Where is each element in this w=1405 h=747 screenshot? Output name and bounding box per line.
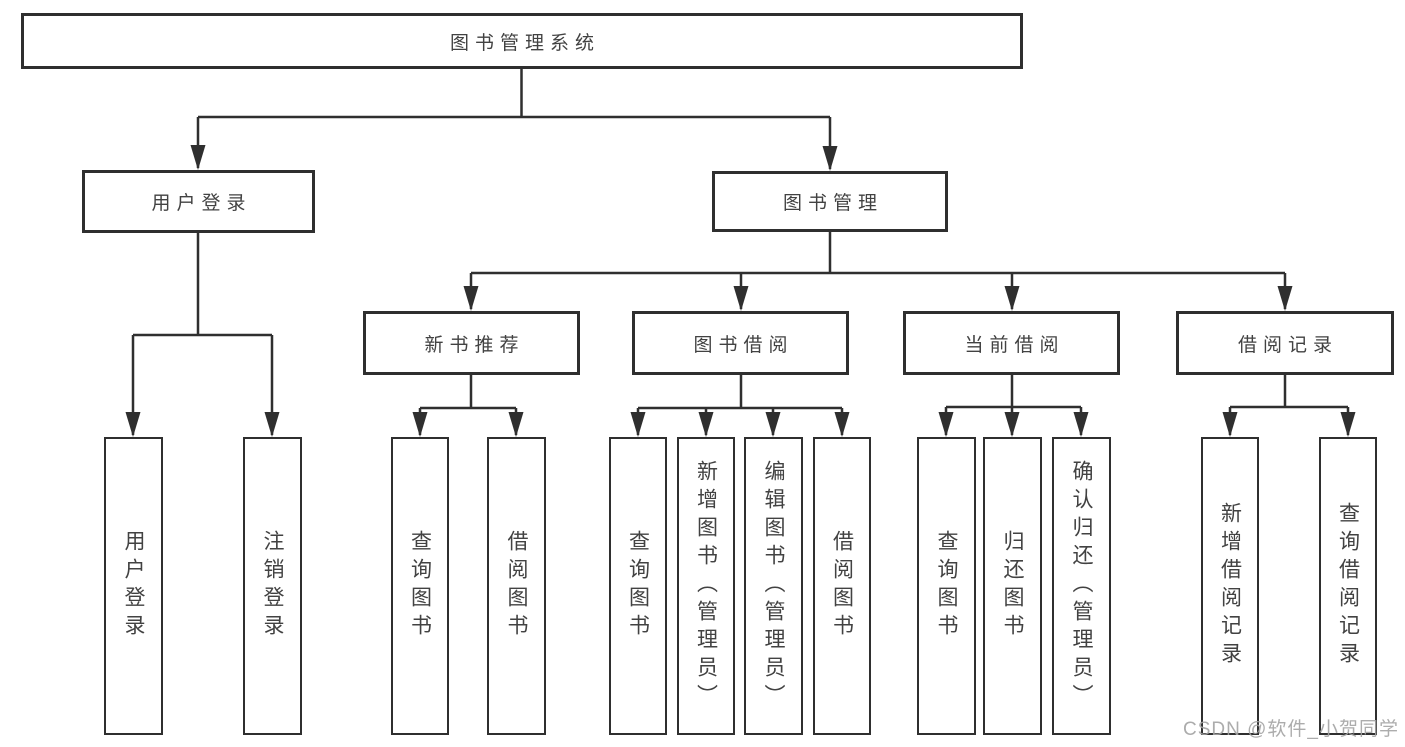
leaf-return-books-label: 归还图书 [1001,530,1024,642]
node-current-borrowing: 当前借阅 [903,311,1120,375]
leaf-query-borrow-record: 查询借阅记录 [1319,437,1377,735]
leaf-borrow-books-recommend-label: 借阅图书 [505,530,528,642]
node-borrowing-records-label: 借阅记录 [1237,334,1338,356]
connector-borrowrecords-to-leaves [1228,375,1350,435]
leaf-logout-label: 注销登录 [261,530,284,642]
leaf-query-books-borrowing: 查询图书 [609,437,667,735]
node-library-system: 图书管理系统 [21,13,1023,69]
csdn-watermark: CSDN @软件_小贺同学 [1183,719,1399,740]
leaf-query-borrow-record-label: 查询借阅记录 [1336,502,1360,670]
leaf-query-books-recommend-label: 查询图书 [408,530,432,642]
leaf-user-login: 用户登录 [104,437,163,735]
leaf-query-books-current-label: 查询图书 [935,530,958,642]
leaf-user-login-label: 用户登录 [122,530,145,642]
leaf-query-books-current: 查询图书 [917,437,976,735]
node-book-borrowing-label: 图书借阅 [693,334,794,356]
node-new-book-recommend: 新书推荐 [363,311,580,375]
leaf-edit-books-admin-label: 编辑图书（管理员） [762,460,785,712]
leaf-borrow-books-borrowing: 借阅图书 [813,437,871,735]
node-book-management-label: 图书管理 [782,193,883,214]
leaf-add-borrow-record: 新增借阅记录 [1201,437,1259,735]
leaf-add-books-admin: 新增图书（管理员） [677,437,735,735]
arrowheads [125,145,1356,437]
leaf-query-books-borrowing-label: 查询图书 [626,530,650,642]
node-library-system-label: 图书管理系统 [449,32,600,54]
leaf-confirm-return-admin: 确认归还（管理员） [1052,437,1111,735]
leaf-logout: 注销登录 [243,437,302,735]
leaf-borrow-books-borrowing-label: 借阅图书 [830,530,854,642]
leaf-return-books: 归还图书 [983,437,1042,735]
node-borrowing-records: 借阅记录 [1176,311,1394,375]
connector-bookmgmt-to-level3 [469,232,1287,309]
node-user-login-label: 用户登录 [151,193,252,214]
connector-newbookrec-to-leaves [418,375,518,435]
node-current-borrowing-label: 当前借阅 [964,334,1065,356]
node-book-management: 图书管理 [712,171,948,232]
leaf-confirm-return-admin-label: 确认归还（管理员） [1070,460,1093,712]
node-book-borrowing: 图书借阅 [632,311,849,375]
connector-root-to-level2 [196,69,832,169]
leaf-query-books-recommend: 查询图书 [391,437,449,735]
node-new-book-recommend-label: 新书推荐 [424,334,525,356]
leaf-edit-books-admin: 编辑图书（管理员） [744,437,803,735]
connector-userlogin-to-leaves [131,233,274,435]
leaf-add-borrow-record-label: 新增借阅记录 [1218,502,1242,670]
connector-bookborrow-to-leaves [636,375,844,435]
node-user-login: 用户登录 [82,170,315,233]
leaf-borrow-books-recommend: 借阅图书 [487,437,546,735]
leaf-add-books-admin-label: 新增图书（管理员） [694,460,718,712]
